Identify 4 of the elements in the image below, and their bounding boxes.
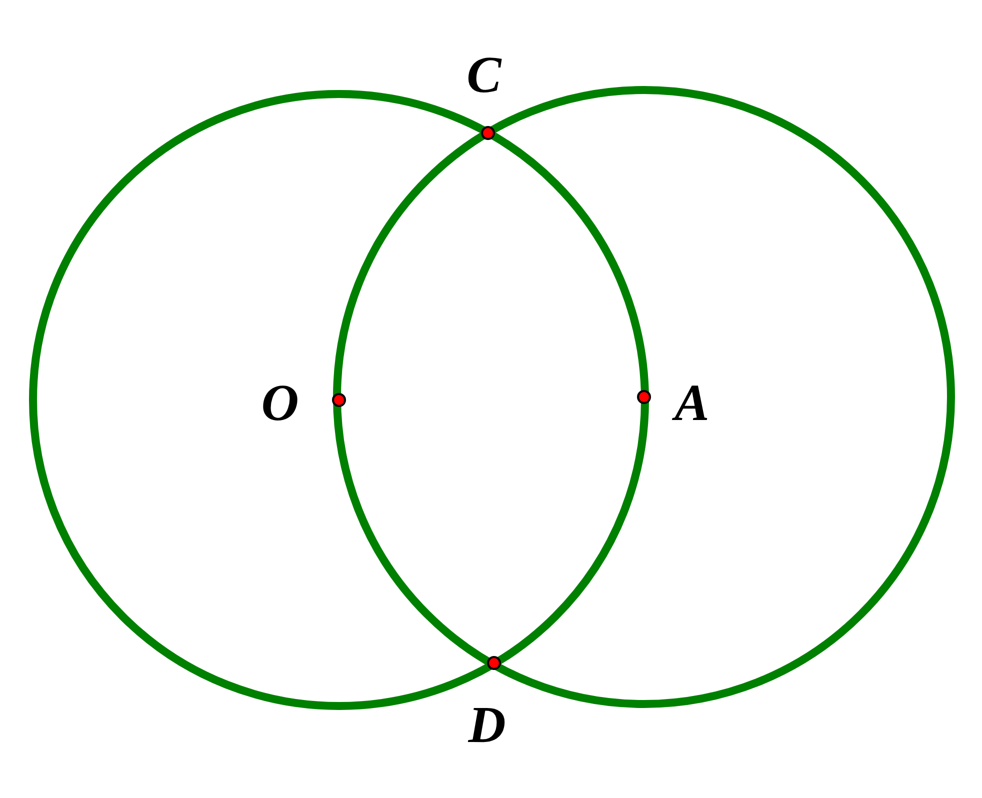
point-label: O [261, 378, 299, 430]
point-label: D [468, 700, 506, 752]
point-label: C [466, 50, 502, 102]
point-label: A [674, 378, 710, 430]
